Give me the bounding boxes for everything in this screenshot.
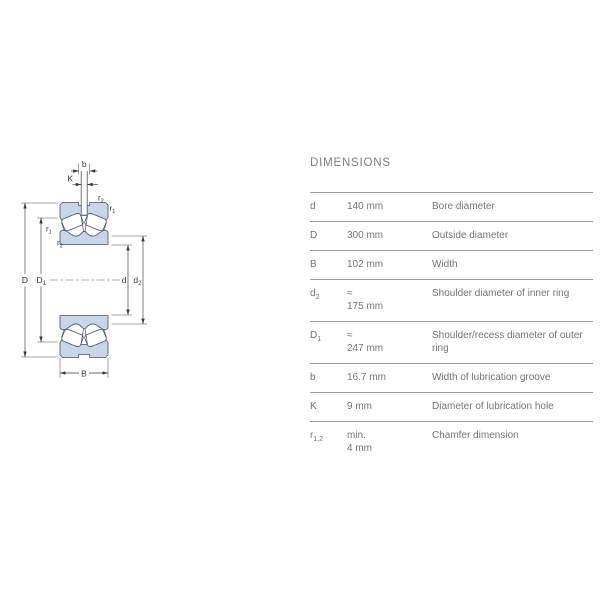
dimension-value: 102 mm	[347, 259, 384, 270]
dimension-description: Diameter of lubrication hole	[432, 401, 554, 412]
dimension-symbol: D	[310, 230, 318, 241]
dimension-description: Shoulder diameter of inner ring	[432, 288, 570, 299]
dimension-description: Width of lubrication groove	[432, 372, 551, 383]
dim-label-B: B	[81, 369, 87, 379]
dimensions-table: d 140 mm Bore diameter D 300 mm Outside …	[310, 192, 593, 463]
dimension-value: 300 mm	[347, 230, 384, 241]
dimension-description: Shoulder/recess diameter of outer ring	[432, 330, 583, 354]
dimension-description: Width	[432, 259, 458, 270]
extension-lines	[21, 163, 147, 378]
table-row: r1,2 min.4 mm Chamfer dimension	[310, 421, 593, 463]
dim-label-D1: D1	[37, 275, 47, 287]
dim-label-r2-top: r2	[98, 194, 104, 205]
dimension-description: Outside diameter	[432, 230, 509, 241]
table-row: B 102 mm Width	[310, 250, 593, 279]
dimension-value: min.4 mm	[347, 430, 372, 454]
dimension-symbol: d	[310, 201, 316, 212]
dimensions-title: DIMENSIONS	[310, 157, 391, 169]
table-row: d 140 mm Bore diameter	[310, 192, 593, 221]
table-row: K 9 mm Diameter of lubrication hole	[310, 392, 593, 421]
lubrication-hole	[81, 202, 88, 214]
dim-label-d2: d2	[133, 275, 142, 287]
dimension-value: ≈175 mm	[347, 288, 384, 312]
dim-label-r1-left: r1	[46, 225, 52, 236]
dimension-symbol: r1,2	[310, 430, 324, 443]
dim-label-d: d	[122, 275, 127, 285]
bearing-cross-section-drawing: b K r2 r1 r1 r2 D D1 d d2 B	[21, 159, 147, 379]
dimension-symbol: B	[310, 259, 317, 270]
dim-label-K: K	[67, 174, 73, 184]
dimension-value: 140 mm	[347, 201, 384, 212]
dim-label-r1-top: r1	[110, 204, 116, 215]
dimension-symbol: d2	[310, 288, 320, 301]
dimensions-panel: DIMENSIONS d 140 mm Bore diameter D 300 …	[310, 156, 593, 463]
table-row: b 16.7 mm Width of lubrication groove	[310, 363, 593, 392]
dimension-symbol: D1	[310, 330, 322, 343]
lubrication-hole-lines	[80, 171, 88, 215]
table-row: d2 ≈175 mm Shoulder diameter of inner ri…	[310, 279, 593, 321]
dim-label-b: b	[82, 159, 87, 169]
dimension-symbol: b	[310, 372, 316, 383]
dimension-value: 16.7 mm	[347, 372, 386, 383]
dimension-description: Bore diameter	[432, 201, 495, 212]
table-row: D1 ≈247 mm Shoulder/recess diameter of o…	[310, 321, 593, 363]
dimension-value: ≈247 mm	[347, 330, 384, 354]
dimension-symbol: K	[310, 401, 317, 412]
dimension-description: Chamfer dimension	[432, 430, 519, 441]
dimension-value: 9 mm	[347, 401, 372, 412]
dim-label-D: D	[22, 275, 28, 285]
dim-label-r2-left: r2	[57, 239, 63, 250]
table-row: D 300 mm Outside diameter	[310, 221, 593, 250]
dimension-lines	[23, 169, 145, 375]
